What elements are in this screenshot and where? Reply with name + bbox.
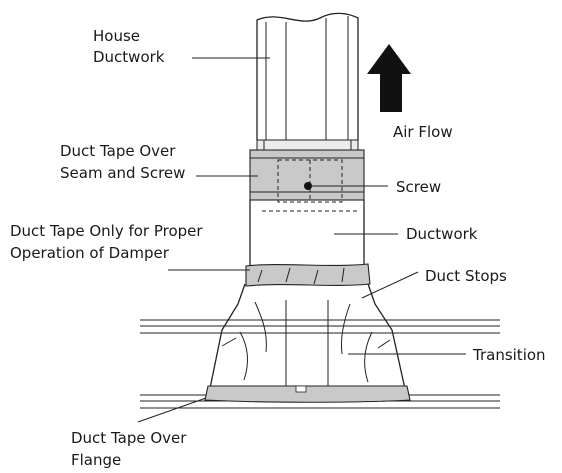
- air-flow-arrow: [367, 44, 411, 112]
- flange-tape: [204, 385, 411, 403]
- ductwork-label: Ductwork: [406, 225, 478, 243]
- screw-label: Screw: [396, 178, 442, 196]
- house-ductwork-label-line2: Ductwork: [93, 48, 165, 66]
- damper-tape: [245, 263, 371, 287]
- screw: [304, 182, 312, 190]
- duct-stops-label: Duct Stops: [425, 267, 507, 285]
- seam-tape-label-line2: Seam and Screw: [60, 164, 186, 182]
- leader-duct-stops: [361, 271, 419, 299]
- leader-flange-tape: [137, 397, 207, 423]
- damper-tape-label-line1: Duct Tape Only for Proper: [10, 222, 203, 240]
- house-ductwork-label-line1: House: [93, 27, 141, 45]
- seam-tape-label-line1: Duct Tape Over: [60, 142, 176, 160]
- flange-notch: [295, 385, 307, 393]
- transition: [207, 283, 408, 399]
- house-duct: [256, 12, 359, 140]
- seam-tape: [249, 139, 365, 203]
- air-flow-label: Air Flow: [393, 123, 453, 141]
- flange-tape-label-line2: Flange: [71, 451, 122, 469]
- damper-tape-label-line2: Operation of Damper: [10, 244, 169, 262]
- transition-label: Transition: [473, 346, 546, 364]
- flange-tape-label-line1: Duct Tape Over: [71, 429, 187, 447]
